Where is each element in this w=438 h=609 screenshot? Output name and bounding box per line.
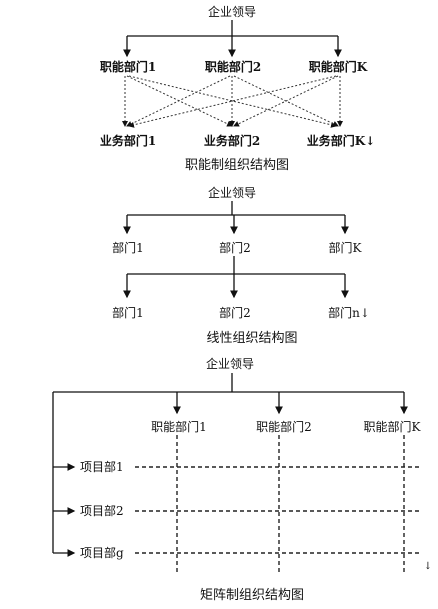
matrix-corner-mark: ↓ xyxy=(423,561,433,572)
matrix-dept-k: 职能部门K xyxy=(363,420,421,434)
matrix-grid xyxy=(135,435,422,572)
linear-dept-1: 部门1 xyxy=(112,241,144,255)
matrix-caption: 矩阵制组织结构图 xyxy=(199,588,305,603)
functional-connectors xyxy=(123,20,342,58)
linear-connectors xyxy=(123,201,349,299)
matrix-project-g: 项目部g xyxy=(80,546,124,560)
functional-dept-1: 职能部门1 xyxy=(99,60,157,74)
linear-dept-k: 部门K xyxy=(328,241,362,255)
matrix-top-node: 企业领导 xyxy=(205,357,255,371)
linear-caption: 线性组织结构图 xyxy=(206,331,298,346)
linear-sub-dept-2: 部门2 xyxy=(219,306,251,320)
business-unit-1: 业务部门1 xyxy=(99,134,157,148)
business-unit-2: 业务部门2 xyxy=(203,134,261,148)
linear-dept-2: 部门2 xyxy=(219,241,251,255)
linear-sub-dept-n: 部门n↓ xyxy=(328,306,370,320)
functional-dept-k: 职能部门K xyxy=(308,60,368,74)
matrix-connectors xyxy=(52,373,408,557)
linear-top-node: 企业领导 xyxy=(207,186,257,200)
functional-dept-2: 职能部门2 xyxy=(204,60,262,74)
functional-caption: 职能制组织结构图 xyxy=(184,158,290,173)
business-unit-k: 业务部门K↓ xyxy=(306,134,376,148)
functional-dotted-links xyxy=(122,75,343,128)
functional-top-node: 企业领导 xyxy=(207,5,257,19)
linear-sub-dept-1: 部门1 xyxy=(112,306,144,320)
matrix-dept-2: 职能部门2 xyxy=(256,420,312,434)
matrix-dept-1: 职能部门1 xyxy=(151,420,207,434)
matrix-project-2: 项目部2 xyxy=(80,504,124,518)
matrix-project-1: 项目部1 xyxy=(80,460,124,474)
